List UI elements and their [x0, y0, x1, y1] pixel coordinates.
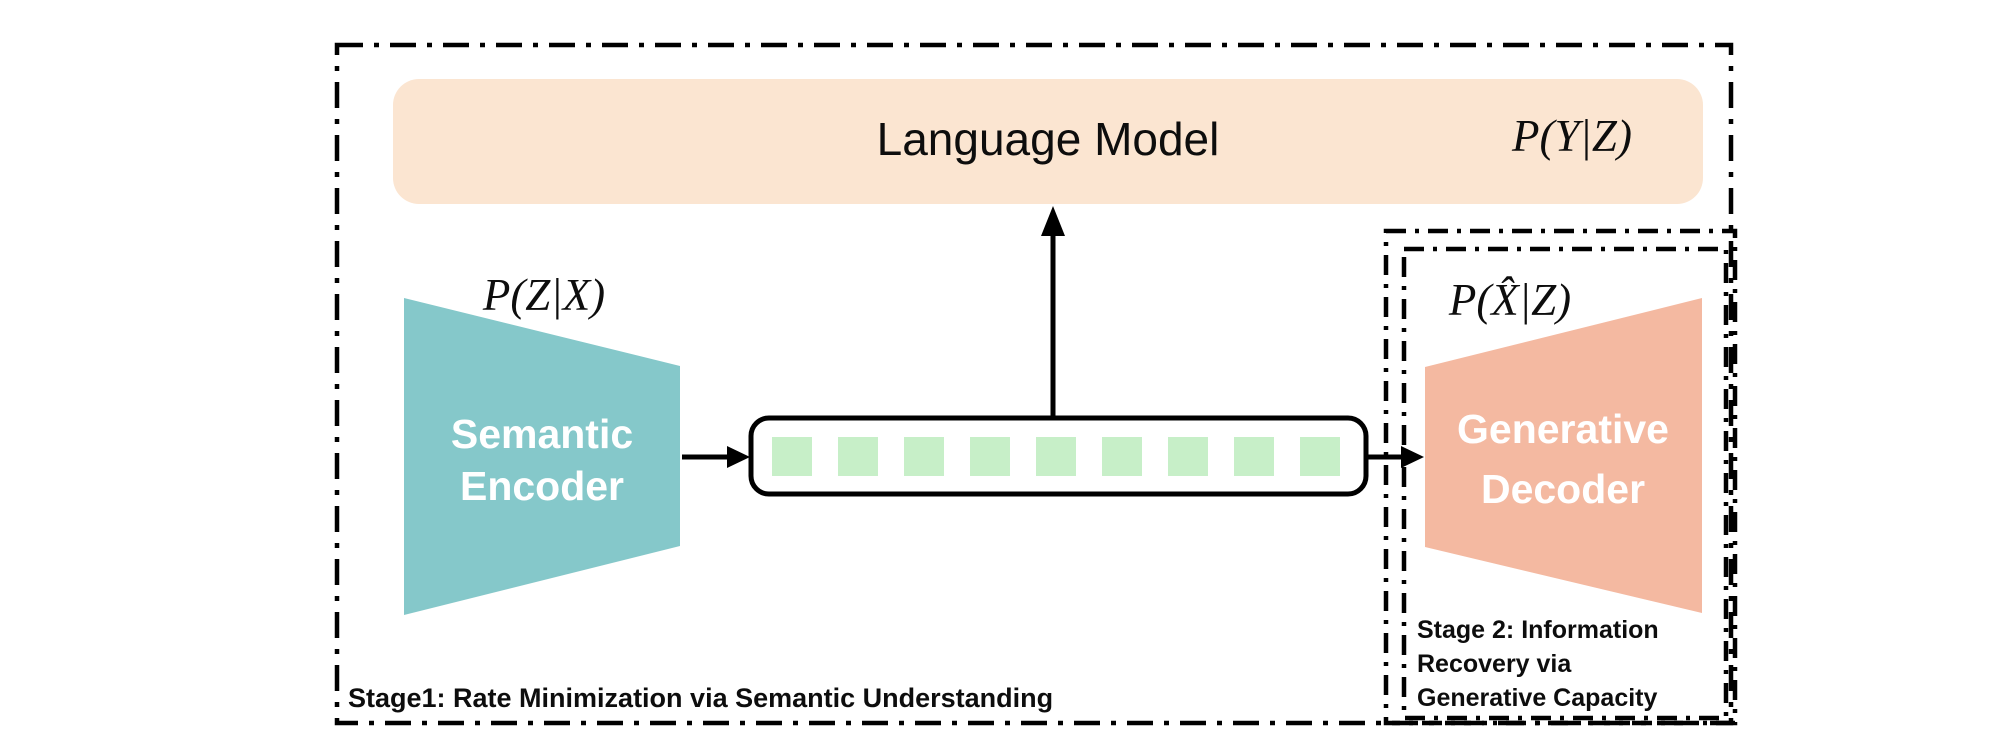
token-square [1300, 437, 1340, 476]
token-square [1102, 437, 1142, 476]
decoder-label-line1: Generative [1457, 406, 1669, 452]
generative-decoder-shape [1425, 298, 1702, 613]
stage1-caption: Stage1: Rate Minimization via Semantic U… [348, 683, 1053, 713]
encoder-label-line2: Encoder [460, 463, 624, 509]
language-model-prob-label: P(Y|Z) [1511, 111, 1632, 161]
encoder-prob-label: P(Z|X) [482, 270, 605, 320]
language-model-box [393, 79, 1703, 204]
token-square [1036, 437, 1076, 476]
tokens-to-decoder-arrowhead-icon [1401, 446, 1424, 468]
semantic-encoder-shape [404, 298, 680, 615]
stage2-caption-line2: Recovery via [1417, 650, 1572, 678]
token-square [1234, 437, 1274, 476]
token-square [772, 437, 812, 476]
encoder-to-tokens-arrowhead-icon [727, 446, 750, 468]
token-square [904, 437, 944, 476]
stage2-caption-line3: Generative Capacity [1417, 684, 1657, 712]
stage2-caption-line1: Stage 2: Information [1417, 616, 1659, 644]
decoder-prob-label: P(X̂|Z) [1448, 275, 1571, 325]
stage1-boundary-box [334, 42, 1734, 726]
decoder-label-line2: Decoder [1481, 466, 1645, 512]
token-square [838, 437, 878, 476]
encoder-label-line1: Semantic [451, 411, 633, 457]
tokens-to-lm-arrowhead-icon [1041, 206, 1065, 236]
stage2-outer-boundary-box [1383, 228, 1738, 726]
token-squares [772, 437, 1340, 476]
language-model-label: Language Model [877, 113, 1220, 165]
token-square [1168, 437, 1208, 476]
stage2-inner-boundary-box [1401, 246, 1729, 721]
token-square [970, 437, 1010, 476]
